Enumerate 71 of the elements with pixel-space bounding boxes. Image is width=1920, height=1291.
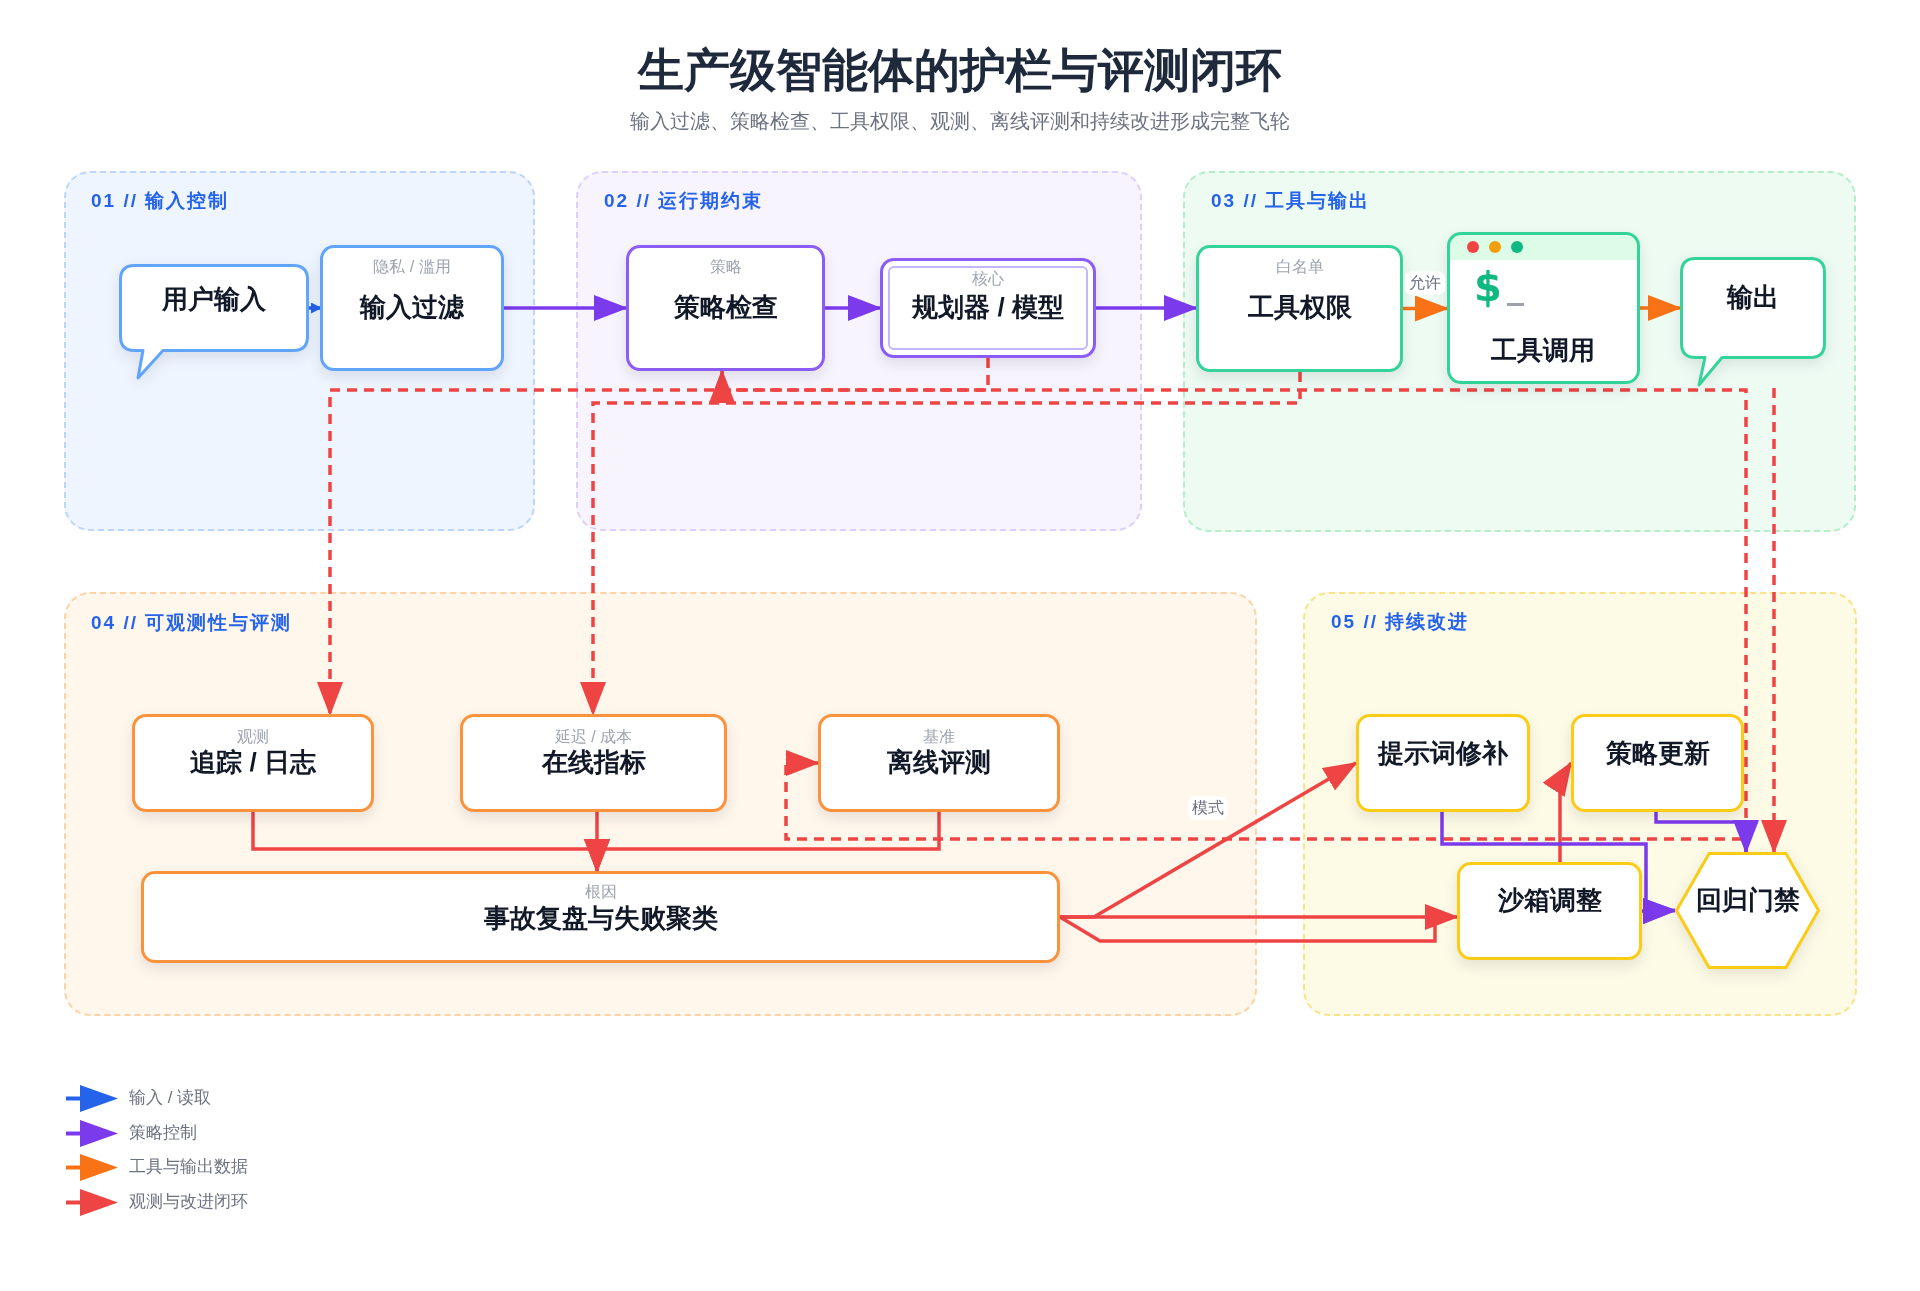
node-label: 用户输入 [162, 284, 266, 316]
process-box [1571, 714, 1744, 812]
legend-label: 策略控制 [129, 1122, 197, 1144]
node-label: 输入过滤 [360, 292, 464, 324]
arrow [1654, 812, 1759, 854]
process-box [460, 714, 727, 812]
node-label: 提示词修补 [1378, 738, 1508, 770]
process-box [1196, 245, 1403, 372]
node-subtitle: 根因 [584, 882, 617, 902]
hexagon [1675, 852, 1820, 969]
arrow [1403, 295, 1449, 322]
terminal-window [1447, 232, 1640, 384]
group-panel [64, 592, 1257, 1016]
process-box [1356, 714, 1530, 812]
double-bordered-box [880, 258, 1096, 358]
process-box [320, 245, 504, 371]
node-label: 输出 [1727, 282, 1779, 314]
process-box [1457, 862, 1642, 960]
arrow [1640, 295, 1682, 321]
node-subtitle: 策略 [709, 257, 742, 277]
node-label: 工具权限 [1247, 292, 1352, 324]
legend-label: 观测与改进闭环 [129, 1191, 248, 1213]
node-label: 规划器 / 模型 [912, 292, 1064, 324]
node-subtitle: 隐私 / 滥用 [373, 257, 451, 277]
panel-heading: 05 // 持续改进 [1331, 610, 1470, 634]
panel-heading: 01 // 输入控制 [91, 189, 230, 213]
node-subtitle: 观测 [237, 727, 269, 747]
legend-label: 输入 / 读取 [129, 1087, 212, 1109]
arrow [1641, 898, 1677, 924]
node-label: 策略检查 [673, 292, 778, 324]
edge-label: 允许 [1405, 271, 1445, 295]
node-subtitle: 白名单 [1275, 257, 1324, 277]
process-box [818, 714, 1060, 812]
arrow [825, 295, 882, 321]
arrow [1542, 761, 1573, 862]
node-label: 追踪 / 日志 [190, 747, 316, 779]
panel-heading: 03 // 工具与输出 [1211, 189, 1371, 213]
node-label: 回归门禁 [1695, 885, 1800, 917]
dashed-arrow [317, 358, 990, 716]
process-box [132, 714, 374, 812]
node-label: 事故复盘与失败聚类 [483, 903, 718, 935]
speech-bubble [1680, 257, 1826, 388]
dashed-arrow [580, 372, 1302, 716]
group-panel [1303, 592, 1857, 1016]
node-subtitle: 核心 [972, 269, 1004, 289]
title: 生产级智能体的护栏与评测闭环 [638, 43, 1282, 99]
arrow [584, 812, 941, 873]
node-label: 沙箱调整 [1497, 885, 1602, 917]
subtitle: 输入过滤、策略检查、工具权限、观测、离线评测和持续改进形成完整飞轮 [630, 109, 1290, 133]
node-label: 工具调用 [1491, 335, 1595, 367]
edge-label: 模式 [1188, 796, 1228, 820]
arrow [504, 295, 628, 321]
node-label: 离线评测 [887, 747, 991, 779]
speech-bubble [119, 264, 309, 381]
node-label: 策略更新 [1605, 738, 1710, 770]
arrow [1058, 904, 1459, 943]
group-panel [64, 171, 535, 531]
prompt-symbol: $ [1474, 263, 1502, 311]
panel-heading: 04 // 可观测性与评测 [91, 611, 293, 635]
process-box [626, 245, 825, 371]
arrow [309, 302, 322, 314]
node-label: 在线指标 [541, 747, 646, 779]
legend-label: 工具与输出数据 [129, 1156, 248, 1178]
node-subtitle: 基准 [923, 727, 955, 747]
group-panel [1183, 171, 1856, 532]
node-subtitle: 延迟 / 成本 [554, 727, 633, 747]
arrow [1096, 295, 1198, 321]
panel-heading: 02 // 运行期约束 [604, 189, 764, 213]
group-panel [576, 171, 1142, 531]
process-box [141, 871, 1060, 963]
dashed-arrow [1761, 388, 1787, 854]
